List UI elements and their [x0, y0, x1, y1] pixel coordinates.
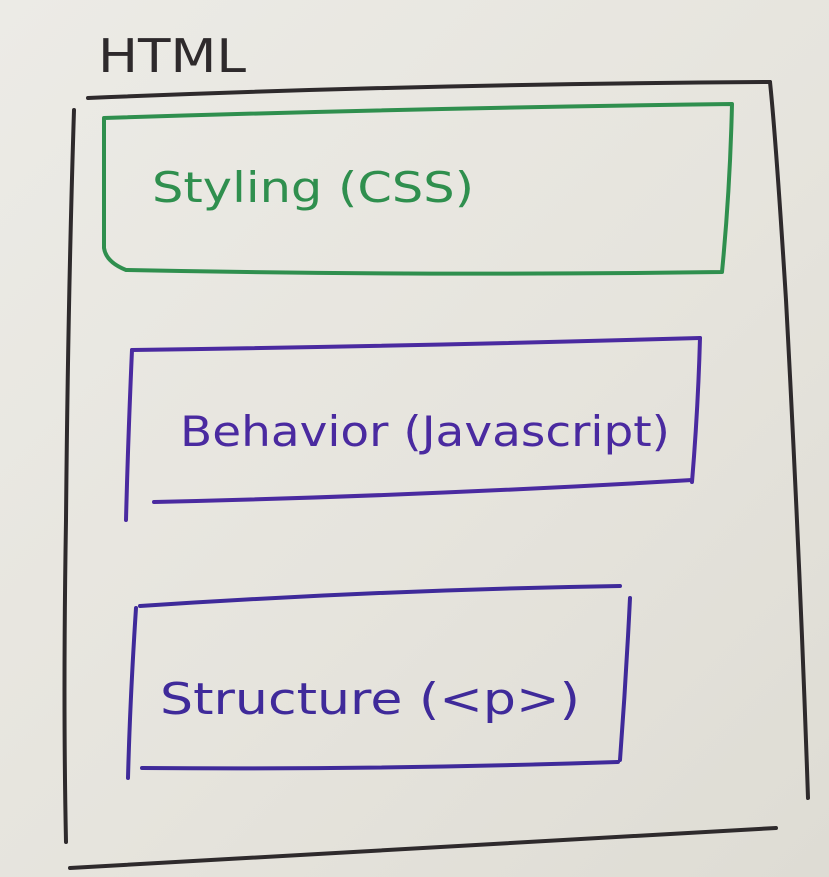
behavior-box-label: Behavior (Javascript) — [180, 407, 670, 456]
structure-box-label: Structure (<p>) — [160, 674, 580, 725]
outer-box-title: HTML — [98, 29, 246, 83]
styling-box-label: Styling (CSS) — [152, 163, 474, 212]
structure-box — [126, 584, 632, 780]
styling-box — [101, 102, 734, 276]
outer-html-box — [62, 80, 810, 870]
behavior-box — [124, 336, 702, 522]
